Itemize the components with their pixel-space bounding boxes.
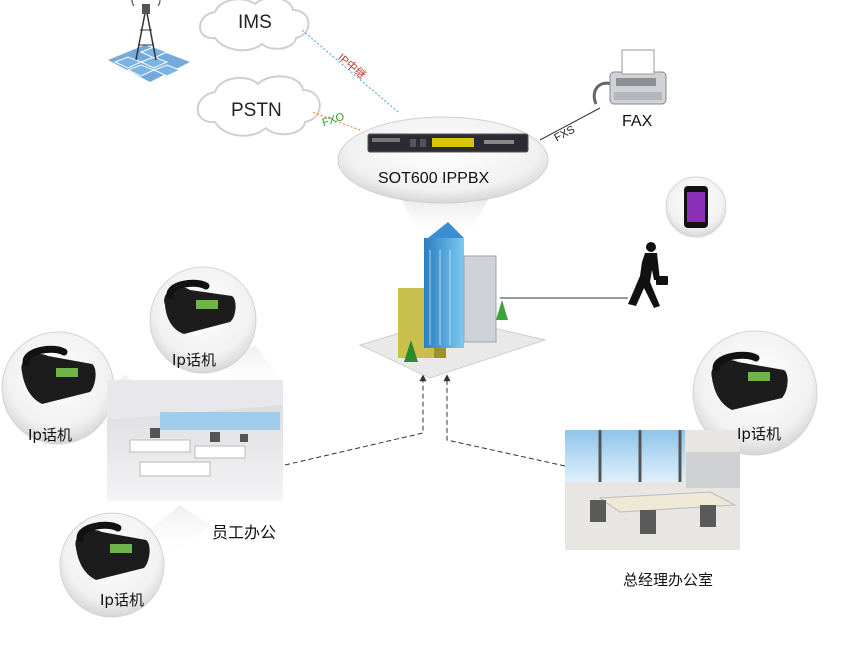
businessman-icon	[628, 242, 668, 308]
fax-label: FAX	[622, 113, 653, 130]
pbx-device-icon	[367, 133, 529, 153]
ip-phone-icon	[21, 345, 96, 404]
ip-trunk-line	[301, 29, 399, 113]
manager-link	[443, 374, 566, 467]
pbx-beam	[400, 196, 490, 236]
phone-right-label: Ip话机	[737, 425, 781, 443]
fxs-line	[539, 107, 601, 141]
pbx-label: SOT600 IPPBX	[378, 170, 490, 187]
phone-left-label: Ip话机	[28, 426, 72, 444]
phone-left	[1, 331, 115, 445]
fxo-line	[311, 111, 361, 131]
phone-top-label: Ip话机	[172, 351, 216, 369]
staff-office-label: 员工办公	[212, 523, 277, 542]
pstn-label: PSTN	[231, 100, 282, 121]
ip-phone-icon	[75, 521, 150, 580]
ims-label: IMS	[238, 12, 272, 33]
ip-phone-icon	[164, 279, 236, 334]
phone-bottom-beam	[150, 505, 210, 555]
pbx-bubble	[337, 116, 549, 204]
phone-bottom-label: Ip话机	[100, 591, 144, 609]
manager-office-label: 总经理办公室	[623, 571, 714, 589]
ims-cloud	[199, 0, 310, 52]
phone-bottom	[59, 512, 165, 618]
fax-icon	[592, 49, 667, 105]
phone-right	[692, 330, 818, 456]
staff-office-photo	[107, 380, 283, 501]
smartphone-icon	[684, 186, 708, 228]
ip-phone-icon	[711, 351, 788, 410]
cell-tower-icon	[108, 0, 190, 82]
manager-office-photo	[565, 430, 740, 550]
office-building-icon	[358, 222, 547, 379]
phone-top	[149, 266, 257, 374]
pstn-cloud	[196, 75, 321, 137]
staff-link	[284, 374, 427, 466]
